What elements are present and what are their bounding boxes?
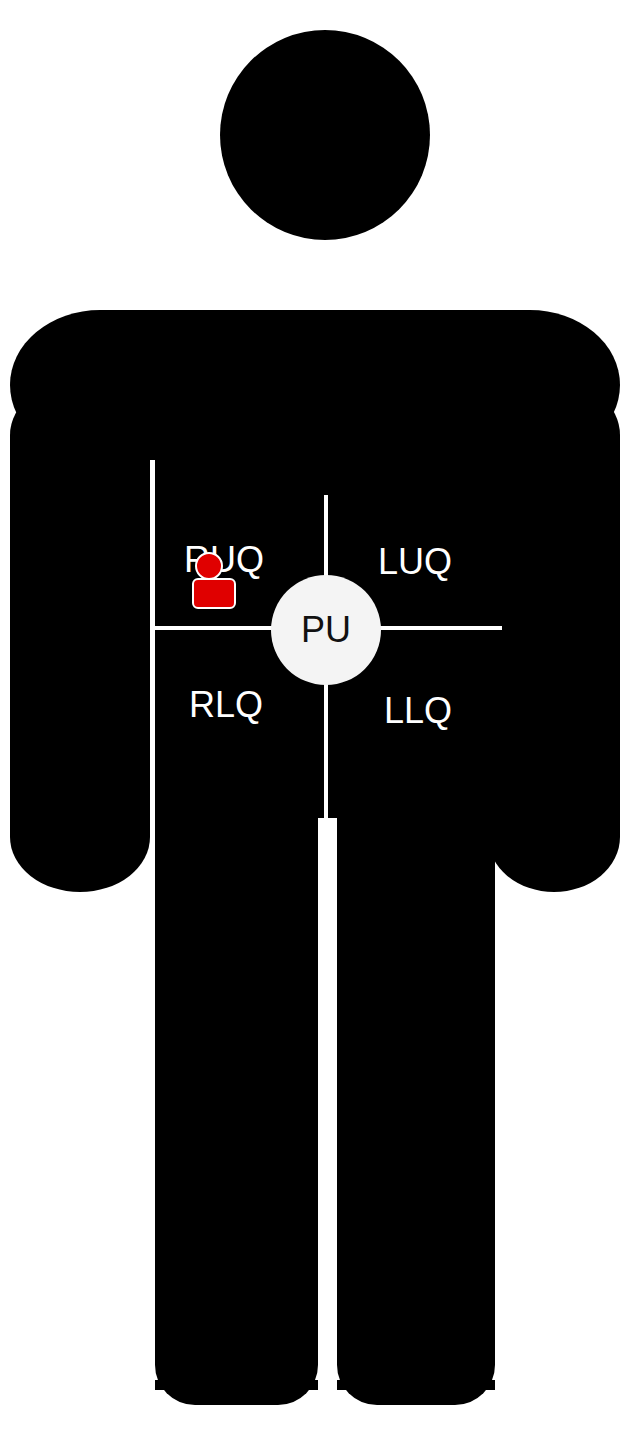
leg-gap bbox=[318, 1380, 337, 1410]
quadrant-label: LLQ bbox=[358, 693, 478, 729]
figure-head bbox=[220, 30, 430, 240]
region-label: PU bbox=[270, 574, 382, 686]
figure-arm bbox=[488, 380, 620, 892]
figure-arm bbox=[10, 380, 150, 892]
quadrant-label: RLQ bbox=[166, 687, 286, 723]
figure-leg bbox=[155, 700, 318, 1405]
quadrant-label: LUQ bbox=[355, 544, 475, 580]
icon-body bbox=[193, 579, 235, 608]
leg-gap bbox=[318, 818, 337, 1418]
circle-shape bbox=[271, 575, 381, 685]
quadrant-label: RUQ bbox=[164, 542, 284, 578]
figure-leg bbox=[337, 700, 495, 1405]
region-circle: PU bbox=[270, 574, 382, 686]
